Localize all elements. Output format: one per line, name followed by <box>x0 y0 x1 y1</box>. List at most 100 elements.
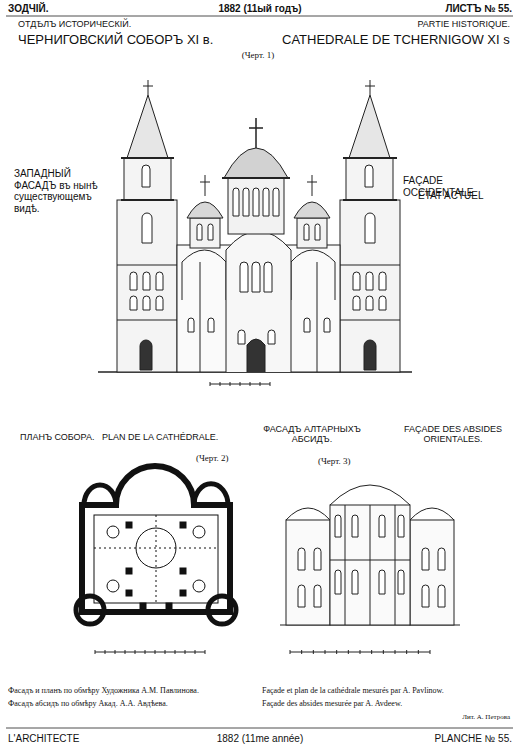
plate-label: Façade des absides mesurée par A. Avdeew… <box>262 699 402 708</box>
pier <box>126 522 132 528</box>
window <box>130 296 137 310</box>
scale-tick <box>230 382 231 386</box>
scale-tick <box>210 382 211 386</box>
plate-label: L'ARCHITECTE <box>8 733 79 745</box>
plate-title: ЧЕРНИГОВСКИЙ СОБОРЪ XI в. <box>18 33 213 48</box>
window <box>273 188 279 216</box>
window <box>263 188 269 216</box>
scale-tick <box>145 650 146 654</box>
pier <box>140 603 146 609</box>
pier <box>126 568 132 574</box>
scale-tick <box>395 650 396 654</box>
window <box>130 272 137 290</box>
scale-tick <box>336 650 337 654</box>
window <box>298 585 305 607</box>
scale-tick <box>155 650 156 654</box>
scale-tick <box>220 382 221 386</box>
window <box>304 318 310 332</box>
window <box>379 272 386 290</box>
plate-label: PLAN DE LA CATHÉDRALE. <box>102 432 218 442</box>
plate-label: CATHEDRALE DE TCHERNIGOW XI s <box>282 33 510 48</box>
window <box>365 165 373 187</box>
scale-tick <box>348 650 349 654</box>
window <box>208 318 214 332</box>
plate-label: ЗАПАДНЫЙ ФАСАДЪ въ нынѣ существующемъ ви… <box>14 168 110 214</box>
window <box>252 262 260 292</box>
window <box>156 272 163 290</box>
plate-label: 1882 (11me année) <box>190 733 330 745</box>
scale-tick <box>260 382 261 386</box>
window <box>143 296 150 310</box>
scale-tick <box>270 382 271 386</box>
scale-tick <box>383 650 384 654</box>
plate-label: PLANCHE № 55. <box>400 733 512 745</box>
scale-tick <box>313 650 314 654</box>
window <box>188 318 194 332</box>
scale-tick <box>418 650 419 654</box>
window <box>298 548 305 570</box>
scale-tick <box>185 650 186 654</box>
window <box>304 224 309 240</box>
plate-label: ПЛАНЪ СОБОРА. <box>20 432 95 442</box>
window <box>422 585 429 607</box>
window <box>324 318 330 332</box>
window <box>379 570 385 594</box>
window <box>335 570 341 594</box>
window <box>398 515 404 537</box>
scale-tick <box>205 650 206 654</box>
plate-label: Фасадъ и планъ по обмѣру Художника А.М. … <box>8 686 199 695</box>
pier <box>180 590 186 596</box>
plate-label: ЗОДЧІЙ. <box>8 3 49 15</box>
window <box>379 515 385 537</box>
scale-tick <box>325 650 326 654</box>
window <box>398 570 404 594</box>
pier <box>126 590 132 596</box>
window <box>156 296 163 310</box>
plate-label: PARTIE HISTORIQUE. <box>410 19 510 29</box>
window <box>142 213 152 243</box>
window <box>197 224 202 240</box>
window <box>208 224 213 240</box>
window <box>438 585 445 607</box>
scale-tick <box>175 650 176 654</box>
pier <box>180 568 186 574</box>
window <box>352 570 358 594</box>
window <box>366 272 373 290</box>
plate-label: Façade et plan de la cathédrale mesurés … <box>262 686 444 695</box>
window <box>238 330 245 344</box>
window <box>366 296 373 310</box>
scale-tick <box>95 650 96 654</box>
window <box>264 262 272 292</box>
window <box>422 548 429 570</box>
window <box>352 515 358 537</box>
plate-label: Лит. А. Петрова <box>410 713 510 721</box>
window <box>365 213 375 243</box>
scale-tick <box>135 650 136 654</box>
pier <box>166 603 172 609</box>
scale-tick <box>290 650 291 654</box>
pier <box>180 522 186 528</box>
plate-label: (Черт. 1) <box>228 50 288 60</box>
window <box>438 548 445 570</box>
plate-label: FAÇADE DES ABSIDES ORIENTALES. <box>392 424 514 445</box>
plate-label: ФАСАДЪ АЛТАРНЫХЪ АБСИДЪ. <box>262 424 362 445</box>
scale-tick <box>195 650 196 654</box>
plate-label: Фасадъ абсидъ по обмѣру Акад. А.А. Авдѣе… <box>8 699 168 708</box>
cathedral-plan <box>76 466 236 624</box>
window <box>379 296 386 310</box>
window <box>243 188 249 216</box>
apse-facade <box>280 485 460 625</box>
window <box>143 272 150 290</box>
plate-label: ЛИСТЪ № 55. <box>420 3 512 15</box>
window <box>233 188 239 216</box>
window <box>268 330 275 344</box>
window <box>142 165 150 187</box>
scale-tick <box>360 650 361 654</box>
plate-label: ОТДѢЛЪ ИСТОРИЧЕСКІЙ. <box>18 19 131 29</box>
scale-tick <box>240 382 241 386</box>
window <box>240 262 248 292</box>
window <box>335 515 341 537</box>
scale-tick <box>105 650 106 654</box>
scale-tick <box>430 650 431 654</box>
